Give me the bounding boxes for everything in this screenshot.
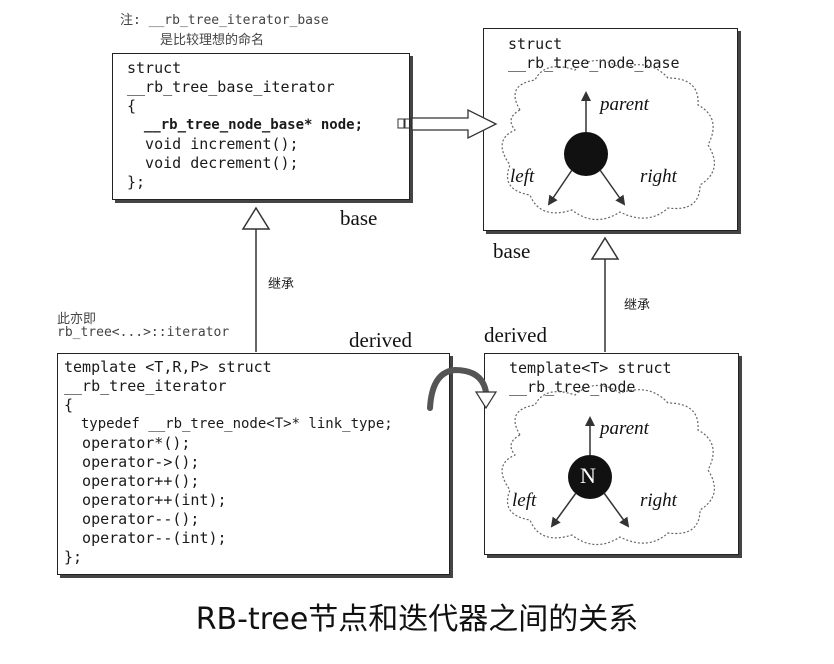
naming-note-line1: 注: __rb_tree_iterator_base (120, 13, 329, 28)
inherit-label-right: 继承 (624, 298, 651, 313)
link-type-arrowhead (474, 391, 498, 410)
code-line: operator++(int); (64, 491, 227, 509)
code-line: operator*(); (64, 434, 191, 452)
left-pointer-bottom (550, 492, 577, 528)
alias-note-line2: rb_tree<...>::iterator (57, 325, 230, 340)
node-box: template<T> struct __rb_tree_node (484, 353, 739, 555)
node-circle-bottom (568, 455, 612, 499)
right-label-bottom: right (640, 490, 677, 511)
node-pointer-arrow (411, 108, 498, 140)
code-line: operator->(); (64, 453, 200, 471)
code-line: typedef __rb_tree_node<T>* link_type; (64, 416, 393, 432)
derived-label-right: derived (484, 323, 547, 347)
node-member-line: __rb_tree_node_base* node; (127, 117, 364, 133)
left-pointer-top (547, 169, 573, 206)
inherit-label-left: 继承 (268, 277, 295, 292)
code-line: operator++(); (64, 472, 200, 490)
inherit-triangle-right (590, 236, 620, 260)
left-label-bottom: left (512, 490, 537, 511)
code-line: template<T> struct (509, 359, 672, 377)
naming-note-line2: 是比较理想的命名 (160, 33, 265, 48)
iterator-box: template <T,R,P> struct __rb_tree_iterat… (57, 353, 450, 575)
pointer-slot (404, 118, 412, 129)
code-line: struct (508, 35, 563, 53)
code-line: template <T,R,P> struct (64, 358, 272, 376)
code-line: { (127, 97, 137, 115)
pointer-slot (397, 118, 405, 129)
base-label-left: base (340, 206, 378, 230)
derived-label-left: derived (349, 328, 412, 352)
alias-note-line1: 此亦即 (57, 312, 97, 327)
code-line: { (64, 396, 74, 414)
base-label-right: base (493, 239, 531, 263)
left-label-top: left (510, 166, 535, 187)
code-line: __rb_tree_iterator (64, 377, 227, 395)
code-line: }; (127, 173, 146, 191)
figure-caption: RB-tree节点和迭代器之间的关系 (195, 602, 639, 637)
cloud-shape-top (501, 59, 715, 221)
code-line: }; (64, 548, 83, 566)
inherit-triangle-left (241, 206, 271, 230)
right-pointer-top (599, 169, 626, 206)
right-label-top: right (640, 166, 677, 187)
code-line: operator--(); (64, 510, 200, 528)
link-type-curved-arrow (427, 366, 489, 411)
code-line: operator--(int); (64, 529, 227, 547)
code-line: void increment(); (127, 135, 299, 153)
node-circle-top (564, 132, 608, 176)
code-line: __rb_tree_node (509, 378, 636, 396)
parent-label-top: parent (600, 94, 649, 115)
code-line: __rb_tree_base_iterator (127, 78, 335, 96)
base-iterator-box: struct __rb_tree_base_iterator { __rb_tr… (112, 53, 410, 200)
right-pointer-bottom (603, 492, 630, 528)
parent-label-bottom: parent (600, 418, 649, 439)
code-line: void decrement(); (127, 154, 299, 172)
node-n-label: N (580, 463, 596, 488)
cloud-shape-bottom (501, 384, 715, 546)
code-line: struct (127, 59, 182, 77)
